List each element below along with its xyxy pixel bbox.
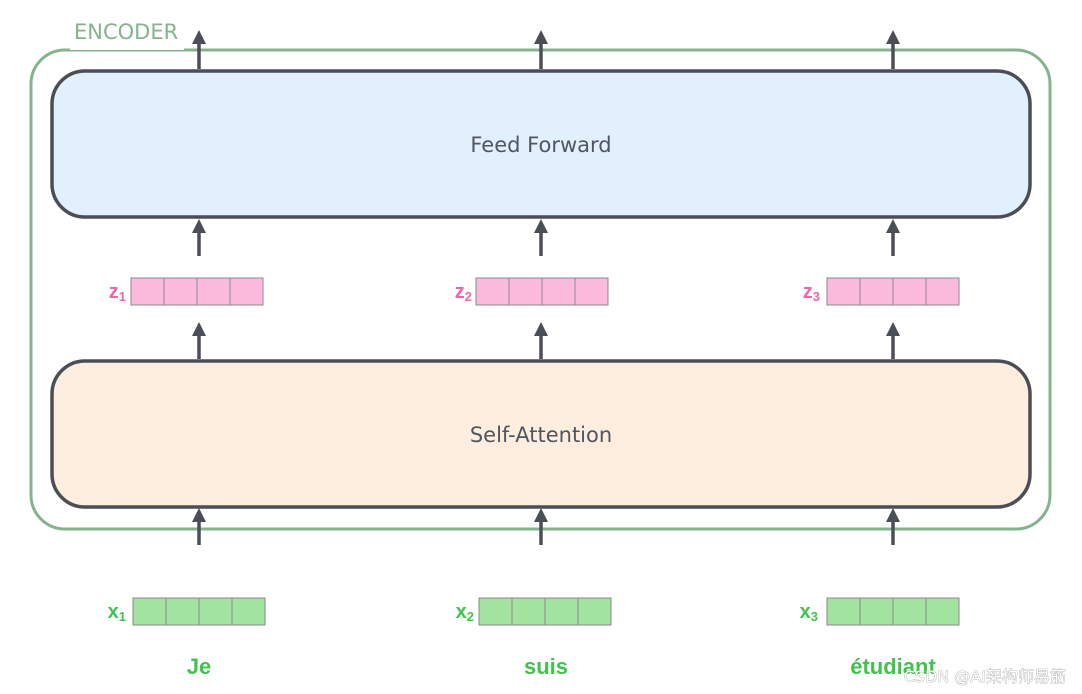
x-vector-cell	[577, 597, 612, 626]
x-vector-label-1: x1	[108, 601, 126, 624]
z-vector-1: z1	[109, 277, 264, 306]
z-vector-cell	[475, 277, 510, 306]
x-vector-cell	[198, 597, 233, 626]
z-vector-label-1: z1	[109, 281, 126, 304]
input-arrow-3	[886, 508, 900, 545]
z-vector-cell	[574, 277, 609, 306]
x-vector-row: x1 x2 x3	[108, 597, 960, 626]
z-vector-cell	[892, 277, 927, 306]
z-vector-2: z2	[455, 277, 609, 306]
x-vector-cell	[892, 597, 927, 626]
x-vector-cell	[859, 597, 894, 626]
watermark: CSDN @AI架构师易筋	[904, 667, 1066, 686]
z-vector-cell	[826, 277, 861, 306]
x-vector-cell	[925, 597, 960, 626]
z-vector-cell	[925, 277, 960, 306]
z-vector-cell	[196, 277, 231, 306]
z-vector-label-2: z2	[455, 281, 472, 304]
z-vector-cell	[130, 277, 165, 306]
encoder-title-backdrop	[70, 20, 184, 50]
input-arrow-2	[534, 508, 548, 545]
x-vector-cell	[826, 597, 861, 626]
word-je: Je	[187, 654, 211, 679]
z-vector-cell	[508, 277, 543, 306]
output-arrow-3	[886, 30, 900, 69]
z-vector-cell	[163, 277, 198, 306]
z-vector-cell	[859, 277, 894, 306]
word-suis: suis	[524, 654, 568, 679]
attention-arrow-3	[886, 322, 900, 359]
attention-arrow-2	[534, 322, 548, 359]
z-arrow-1	[192, 219, 206, 256]
feed-forward-label: Feed Forward	[470, 133, 611, 157]
word-etudiant: étudiant	[850, 654, 936, 679]
x-vector-label-2: x2	[456, 601, 474, 624]
z-arrow-2	[534, 219, 548, 256]
feed-forward-block	[50, 69, 1032, 219]
z-arrow-3	[886, 219, 900, 256]
encoder-title: ENCODER	[74, 20, 178, 44]
x-vector-cell	[231, 597, 266, 626]
self-attention-block	[50, 359, 1032, 509]
x-vector-cell	[478, 597, 513, 626]
x-vector-cell	[165, 597, 200, 626]
z-vector-row: z1 z2 z3	[109, 277, 960, 306]
x-vector-cell	[544, 597, 579, 626]
x-vector-label-3: x3	[800, 601, 818, 624]
attention-arrow-1	[192, 322, 206, 359]
self-attention-label: Self-Attention	[470, 423, 612, 447]
x-vector-cell	[132, 597, 167, 626]
z-vector-3: z3	[803, 277, 960, 306]
x-vector-1: x1	[108, 597, 266, 626]
z-vector-cell	[541, 277, 576, 306]
output-arrow-2	[534, 30, 548, 69]
z-vector-cell	[229, 277, 264, 306]
x-vector-3: x3	[800, 597, 960, 626]
output-arrow-1	[192, 30, 206, 69]
arrows	[192, 30, 900, 545]
x-vector-cell	[511, 597, 546, 626]
input-arrow-1	[192, 508, 206, 545]
z-vector-label-3: z3	[803, 281, 820, 304]
x-vector-2: x2	[456, 597, 612, 626]
